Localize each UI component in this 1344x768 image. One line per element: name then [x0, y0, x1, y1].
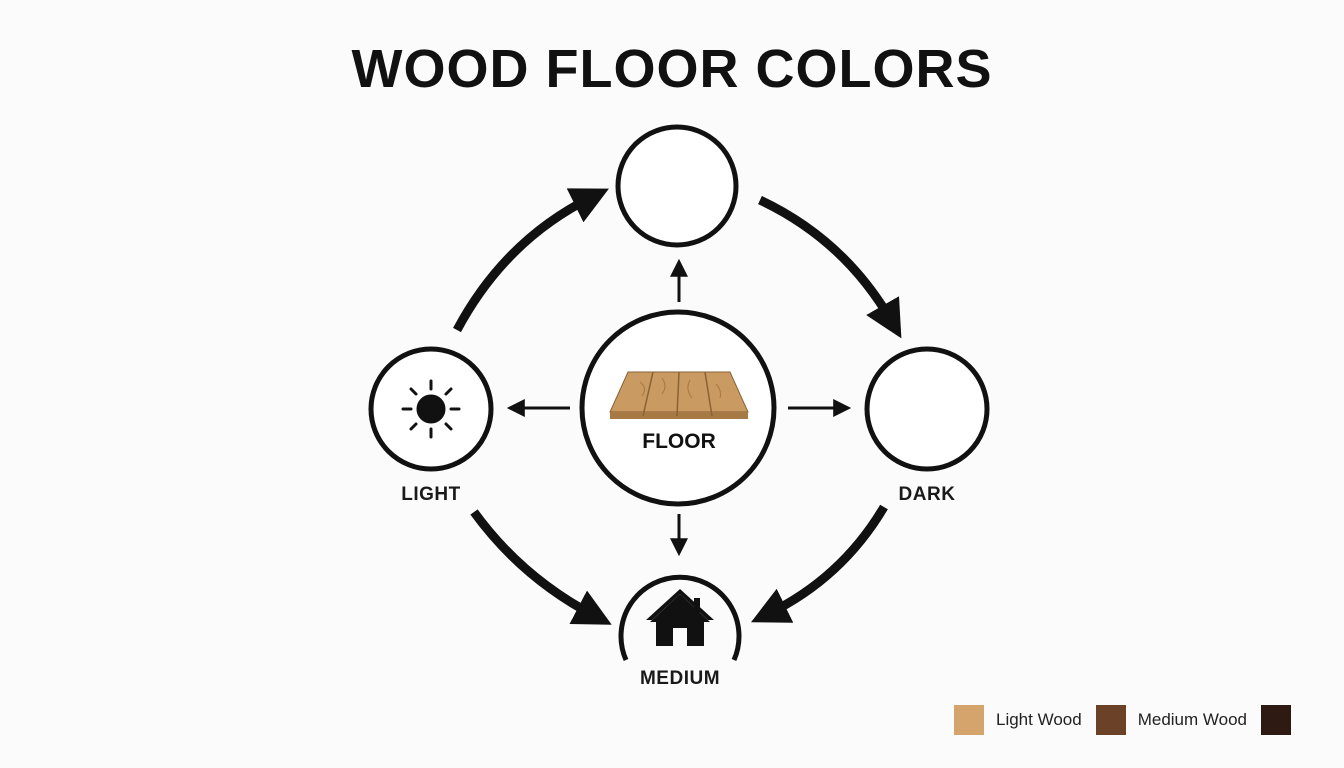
legend-item-light-wood: Light Wood [954, 705, 1082, 735]
arrow-dark-to-medium [751, 504, 888, 623]
legend-swatch-dark-wood [1261, 705, 1291, 735]
node-medium-label: MEDIUM [639, 668, 721, 689]
sun-icon [401, 379, 461, 439]
arrow-light-to-top [453, 188, 609, 333]
node-medium [618, 574, 742, 662]
legend-label-medium-wood: Medium Wood [1137, 710, 1247, 729]
arrow-top-to-dark [758, 195, 902, 339]
node-top [615, 124, 739, 248]
legend: Light Wood Medium Wood [954, 704, 1317, 736]
legend-label-light-wood: Light Wood [996, 710, 1082, 729]
house-icon [646, 589, 714, 646]
legend-swatch-medium-wood [1095, 705, 1126, 735]
legend-swatch-light-wood [954, 705, 984, 735]
wood-planks-icon [609, 371, 749, 419]
node-dark [864, 346, 990, 472]
legend-item-dark-wood [1261, 705, 1303, 735]
diagram-title: WOOD FLOOR COLORS [351, 39, 993, 99]
node-center-label: FLOOR [642, 430, 716, 453]
node-dark-label: DARK [898, 484, 956, 505]
arrow-light-to-medium [470, 509, 612, 625]
legend-item-medium-wood: Medium Wood [1095, 705, 1247, 735]
node-light-label: LIGHT [401, 484, 461, 505]
